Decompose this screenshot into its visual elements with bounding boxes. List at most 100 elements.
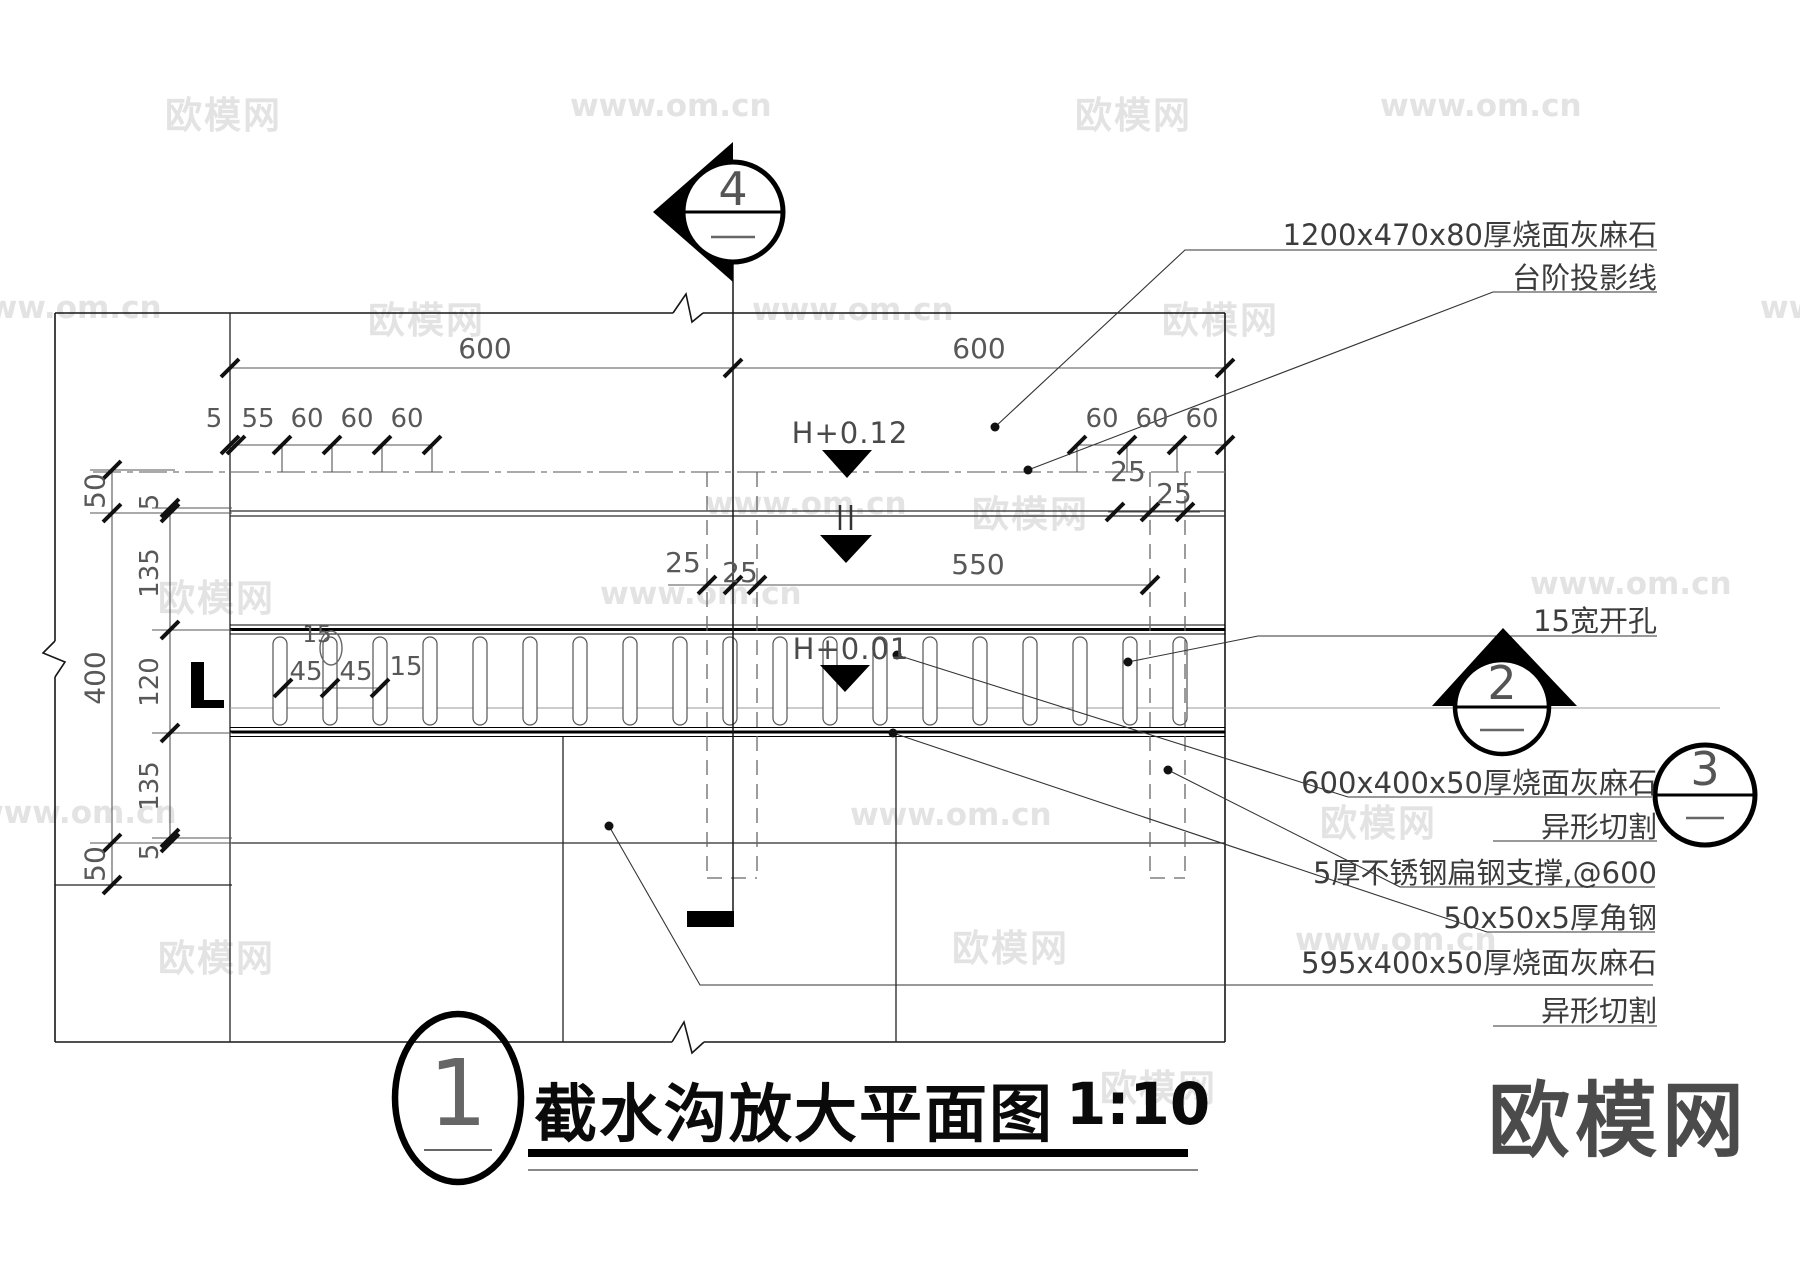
annotation-flat-steel: 5厚不锈钢扁钢支撑,@600 xyxy=(1312,856,1657,890)
watermark: 欧模网 xyxy=(952,927,1069,970)
annotation-angle-steel: 50x50x5厚角钢 xyxy=(1443,901,1657,935)
grate-slot xyxy=(772,636,788,726)
watermark: www.om.cn xyxy=(752,292,954,328)
dim-label: 120 xyxy=(135,657,165,707)
annotation-slot-opening: 15宽开孔 xyxy=(1533,604,1657,638)
detail-marker-3 xyxy=(1652,742,1758,848)
level-triangle-lower xyxy=(820,665,870,692)
dim-label: 45 xyxy=(339,657,373,687)
dim-label: 45 xyxy=(289,657,323,687)
annotation-lower-stone: 595x400x50厚烧面灰麻石 xyxy=(1301,946,1657,980)
drawing-frame xyxy=(41,292,1226,1055)
dim-label: 25 xyxy=(665,546,701,579)
grate-slot xyxy=(422,636,438,726)
watermark: www.om.cn xyxy=(850,797,1052,833)
watermark: 欧模网 xyxy=(165,94,282,137)
dimension-lines xyxy=(90,367,1225,885)
dim-label: 135 xyxy=(135,761,165,811)
section-line-end-bar xyxy=(687,911,734,927)
section-marker-2 xyxy=(1432,628,1577,757)
annotation-step-stone: 1200x470x80厚烧面灰麻石 xyxy=(1282,218,1657,252)
break-symbol-bottom xyxy=(671,1019,705,1055)
grate-slot xyxy=(1072,636,1088,726)
grate-slot xyxy=(572,636,588,726)
dim-label: 25 xyxy=(1156,477,1192,510)
watermark: www.om.cn xyxy=(0,795,177,831)
site-logo: 欧模网 xyxy=(1488,1074,1750,1169)
angle-steel-symbol xyxy=(191,662,224,708)
annotation-lower-stone-cut: 异形切割 xyxy=(1540,994,1657,1028)
dim-label: 400 xyxy=(78,651,112,705)
dim-label: 135 xyxy=(135,548,165,598)
dim-label: 15 xyxy=(389,652,423,682)
dim-label: 25 xyxy=(1110,455,1146,488)
detail-marker-3-number: 3 xyxy=(1690,742,1720,796)
grate-slot xyxy=(522,636,538,726)
dim-label: 15 xyxy=(302,622,332,648)
drawing-scale: 1:10 xyxy=(1066,1070,1211,1138)
dim-label: 5 xyxy=(135,843,165,861)
watermark: www.om.cn xyxy=(1380,88,1582,124)
watermark: www.om.cn xyxy=(1295,922,1497,958)
dim-label: 25 xyxy=(722,556,758,589)
title-block-graphics xyxy=(391,1010,1198,1186)
grate-edges xyxy=(230,624,1225,737)
break-symbol-top xyxy=(672,292,704,324)
dim-label: 5 xyxy=(205,404,223,434)
level-label-upper: H+0.12 xyxy=(791,416,909,450)
grate-slot xyxy=(472,636,488,726)
dim-label: 60 xyxy=(290,404,324,434)
dimension-ticks xyxy=(101,357,1236,896)
section-marker-2-number: 2 xyxy=(1487,656,1517,710)
section-marker-4-number: 4 xyxy=(718,162,748,216)
grate-slot xyxy=(622,636,638,726)
grate-slot xyxy=(922,636,938,726)
watermark: 欧模网 xyxy=(158,937,275,980)
watermark: www.om.cn xyxy=(1760,290,1800,326)
level-triangle-upper xyxy=(822,450,872,478)
watermark: www.om.cn xyxy=(1530,566,1732,602)
dim-label: 60 xyxy=(1135,404,1169,434)
dim-label: 5 xyxy=(135,493,165,511)
title-underline-thick xyxy=(528,1149,1188,1157)
annotation-upper-stone-cut: 异形切割 xyxy=(1540,810,1657,844)
dim-label: 60 xyxy=(390,404,424,434)
section-line-4 xyxy=(687,262,734,927)
channel-stone-edges xyxy=(230,510,1225,844)
dim-label: 50 xyxy=(78,473,112,509)
drawing-title: 截水沟放大平面图 xyxy=(534,1078,1054,1151)
watermark: 欧模网 xyxy=(972,493,1089,536)
watermark: 欧模网 xyxy=(1100,1067,1217,1110)
watermark: www.om.cn xyxy=(0,290,162,326)
level-triangle-mid xyxy=(820,535,872,563)
section-marker-4 xyxy=(653,142,786,282)
dim-label: 600 xyxy=(458,332,512,365)
title-detail-number: 1 xyxy=(428,1040,488,1147)
dim-label: 55 xyxy=(241,404,275,434)
dim-label: 550 xyxy=(951,548,1005,581)
paving-joint-lines xyxy=(55,313,897,1042)
dim-label: 60 xyxy=(1185,404,1219,434)
dim-label: 50 xyxy=(78,846,112,882)
grate-slot xyxy=(1022,636,1038,726)
grate-slot xyxy=(722,636,738,726)
watermark: www.om.cn xyxy=(570,88,772,124)
annotation-upper-stone: 600x400x50厚烧面灰麻石 xyxy=(1301,766,1657,800)
grate-slot xyxy=(1172,636,1188,726)
watermark: 欧模网 xyxy=(1075,94,1192,137)
annotation-step-projection: 台阶投影线 xyxy=(1511,261,1657,295)
dim-label: 60 xyxy=(1085,404,1119,434)
watermark: 欧模网 xyxy=(158,577,275,620)
dim-label: 60 xyxy=(340,404,374,434)
dim-label: 600 xyxy=(952,332,1006,365)
watermark: 欧模网 xyxy=(1162,299,1279,342)
level-symbols xyxy=(820,450,872,692)
slot-width-callout xyxy=(319,630,343,666)
break-symbol-left xyxy=(41,640,67,678)
watermark: 欧模网 xyxy=(368,299,485,342)
watermark: 欧模网 xyxy=(1320,802,1437,845)
grate-slot xyxy=(672,636,688,726)
annotation-leaders xyxy=(608,249,1657,1027)
